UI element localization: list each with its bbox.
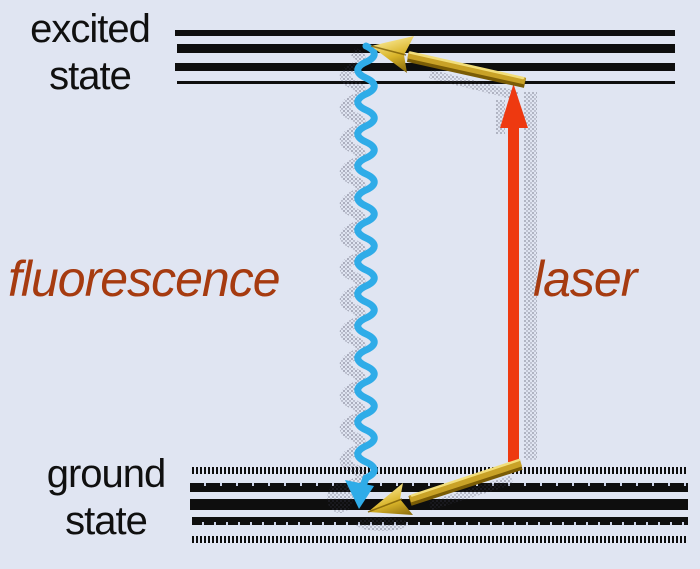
- ground-state-label-line2: state: [65, 499, 148, 543]
- relaxation-arrow-bottom: [367, 458, 523, 515]
- excited-level-line: [175, 30, 675, 36]
- excited-state-label: excited state: [8, 6, 172, 100]
- fluorescence-wavy-arrow: [345, 46, 374, 509]
- speckle-shadows: [327, 52, 537, 531]
- laser-label: laser: [533, 251, 637, 307]
- excited-level-line: [175, 63, 675, 71]
- excited-state-label-line1: excited: [30, 7, 151, 51]
- relaxation-arrow-top: [370, 36, 527, 88]
- fluorescence-label: fluorescence: [8, 251, 280, 307]
- excited-level-line: [177, 81, 675, 84]
- excited-level-line: [177, 44, 675, 53]
- ground-state-label-line1: ground: [46, 452, 167, 496]
- excited-state-label-line2: state: [49, 54, 132, 98]
- ground-level-line: [192, 536, 688, 543]
- ground-level-line: [192, 517, 688, 525]
- laser-arrow: [500, 84, 528, 462]
- ground-state-label: ground state: [22, 451, 190, 545]
- ground-level-line: [192, 467, 688, 474]
